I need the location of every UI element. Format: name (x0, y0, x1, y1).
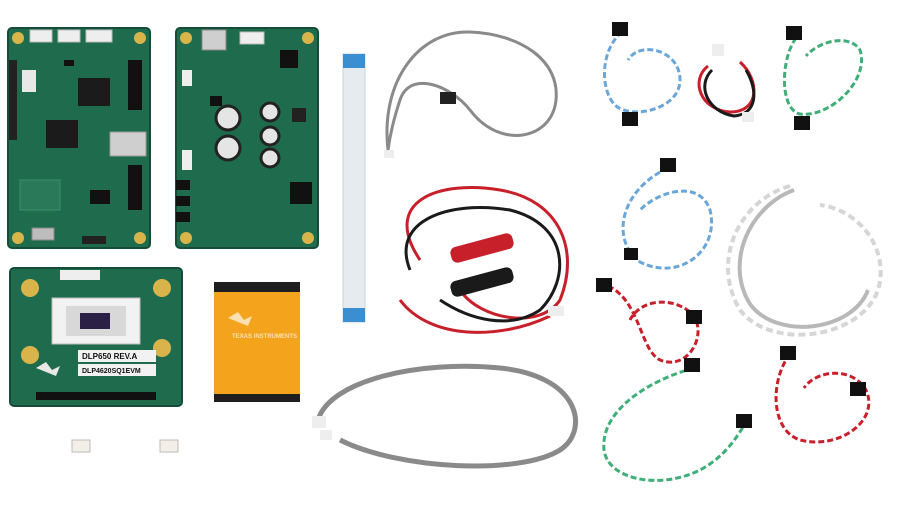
dmd-board-part-label: DLP4620SQ1EVM (82, 368, 141, 375)
dmd-board-name-label: DLP650 REV.A (82, 352, 138, 361)
white-wire (726, 184, 883, 337)
controller-board (7, 27, 151, 249)
power-board (175, 27, 319, 249)
green-wire-1 (783, 26, 864, 130)
dmd-board: DLP650 REV.A DLP4620SQ1EVM (9, 267, 183, 407)
ribbon-cable (342, 53, 366, 323)
gray-cable-bottom (312, 363, 578, 469)
small-connectors (71, 439, 179, 453)
blue-wire-2 (621, 158, 713, 270)
gray-cable-top (384, 30, 558, 158)
green-white-wire-2 (602, 358, 752, 482)
red-black-wire (697, 44, 756, 122)
blue-wire-1 (603, 22, 682, 126)
red-white-wire-2 (774, 346, 871, 444)
flex-cable-text: TEXAS INSTRUMENTS (232, 334, 297, 340)
test-leads (398, 186, 569, 334)
red-white-wire-1 (596, 278, 702, 364)
flex-cable: TEXAS INSTRUMENTS (214, 282, 300, 402)
